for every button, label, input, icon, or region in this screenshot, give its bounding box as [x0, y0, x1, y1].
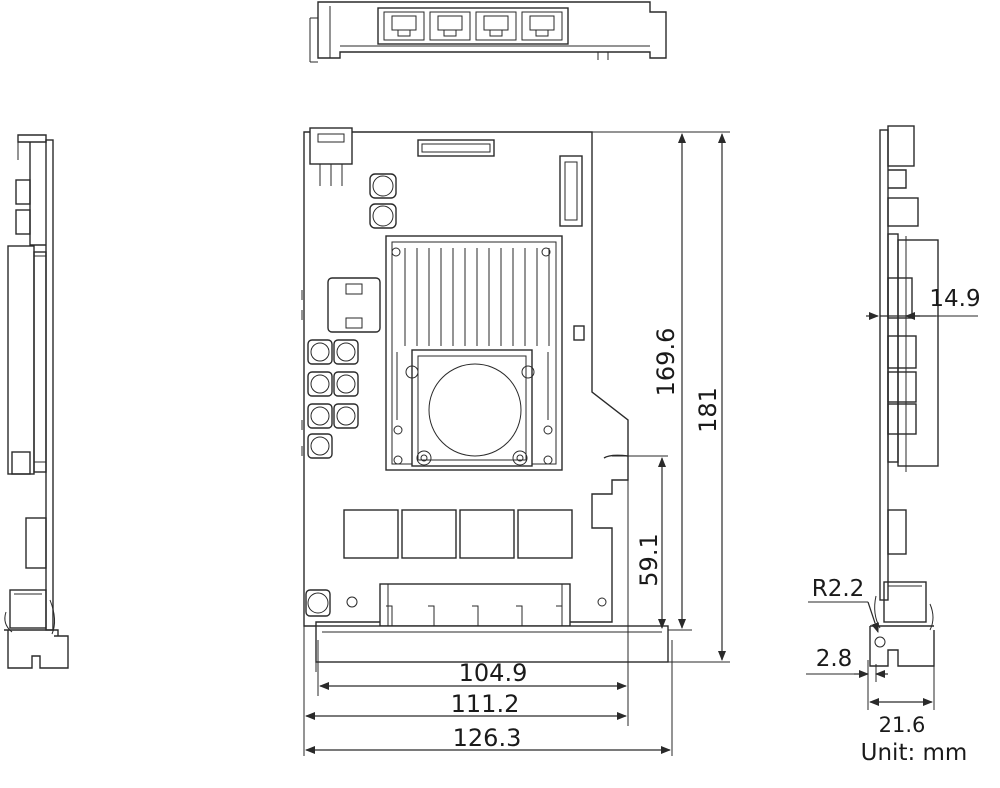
transformer-4	[517, 509, 573, 559]
unit-label: Unit: mm	[861, 740, 968, 766]
transformer-1	[343, 509, 399, 559]
rj45-housing	[379, 583, 571, 633]
transformer-2	[401, 509, 457, 559]
dim-height-slot: 59.1	[635, 533, 663, 586]
left-chip	[327, 277, 381, 333]
rj45-port-1	[383, 11, 425, 41]
dim-width-large: 126.3	[453, 724, 522, 752]
rj45-port-2	[429, 11, 471, 41]
dim-height-total: 181	[694, 387, 722, 433]
fan-header	[309, 127, 353, 186]
main-board-view	[301, 127, 669, 672]
rj45-port-3	[475, 11, 517, 41]
dim-width-medium: 111.2	[451, 690, 520, 718]
dim-side-thickness: 14.9	[929, 286, 980, 312]
heatsink	[385, 235, 563, 471]
right-side-view	[869, 125, 939, 667]
dim-height-board: 169.6	[652, 328, 680, 397]
rj45-port-4	[521, 11, 563, 41]
top-view	[309, 1, 667, 63]
dimension-lines	[303, 131, 978, 756]
dim-radius: R2.2	[812, 576, 865, 602]
top-connector	[417, 139, 495, 157]
dim-width-small: 104.9	[459, 659, 528, 687]
side-connector	[559, 155, 583, 227]
capacitor-grid	[301, 290, 359, 459]
transformer-3	[459, 509, 515, 559]
dim-side-total: 21.6	[879, 713, 926, 737]
dim-tab-width: 2.8	[816, 646, 853, 672]
left-side-view	[4, 134, 69, 669]
